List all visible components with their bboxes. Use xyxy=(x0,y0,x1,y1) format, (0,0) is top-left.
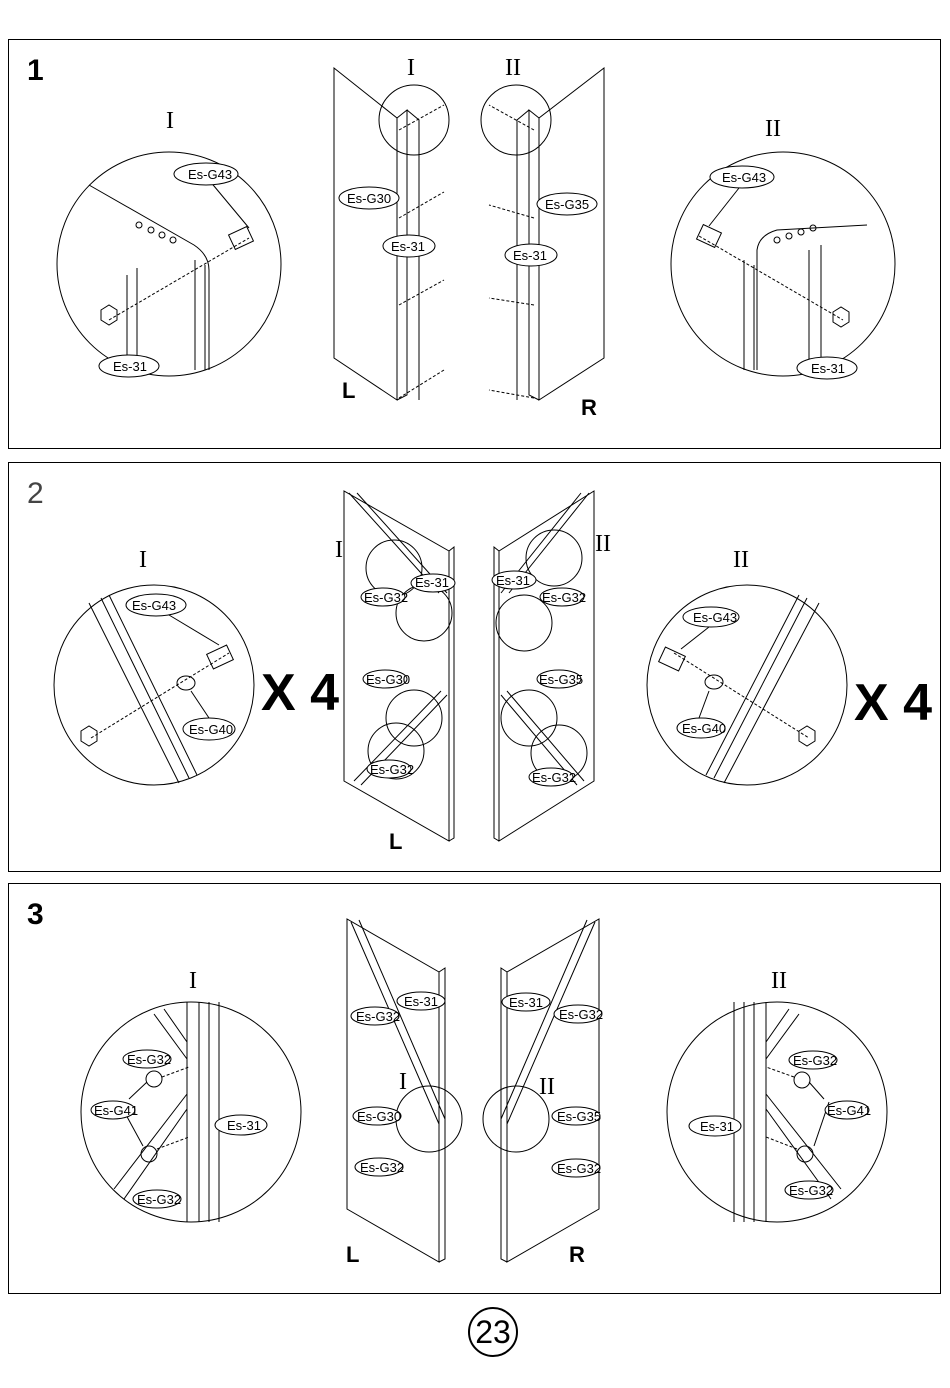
step-3-panel: 3 xyxy=(8,883,941,1294)
step-1-panel: 1 xyxy=(8,39,941,449)
part-label: Es-G30 xyxy=(347,191,391,206)
part-label: Es-31 xyxy=(404,994,438,1009)
quantity-multiplier-left: X 4 xyxy=(261,664,339,722)
roman-label-left: I xyxy=(189,968,197,994)
part-label: Es-31 xyxy=(513,248,547,263)
part-label: Es-G35 xyxy=(557,1109,601,1124)
part-label: Es-G32 xyxy=(559,1007,603,1022)
roman-label-detail-right: II xyxy=(595,531,611,557)
part-label: Es-31 xyxy=(391,239,425,254)
part-label: Es-G32 xyxy=(127,1052,171,1067)
part-label: Es-31 xyxy=(700,1119,734,1134)
quantity-multiplier-right: X 4 xyxy=(854,674,932,732)
roman-label-detail-left: I xyxy=(335,537,343,563)
part-label: Es-G32 xyxy=(370,762,414,777)
part-label: Es-G32 xyxy=(364,590,408,605)
part-label: Es-G35 xyxy=(539,672,583,687)
part-label: Es-G30 xyxy=(366,672,410,687)
roman-label-right: II xyxy=(765,116,781,142)
part-label: Es-31 xyxy=(509,995,543,1010)
part-label: Es-G41 xyxy=(94,1103,138,1118)
roman-label-detail-left: I xyxy=(399,1069,407,1095)
roman-label-right: II xyxy=(733,547,749,573)
side-label-right: R xyxy=(569,1242,585,1267)
part-label: Es-G32 xyxy=(557,1161,601,1176)
part-label: Es-31 xyxy=(415,575,449,590)
part-label: Es-G32 xyxy=(789,1183,833,1198)
step-1-labels: I I II II Es-G43 Es-31 Es-G30 Es-31 Es-G… xyxy=(9,40,942,450)
part-label: Es-G32 xyxy=(356,1009,400,1024)
step-3-labels: I I II II Es-G32 Es-G41 Es-G32 Es-31 Es-… xyxy=(9,884,942,1294)
roman-label-detail-right: II xyxy=(505,55,521,81)
part-label: Es-G43 xyxy=(188,167,232,182)
part-label: Es-G35 xyxy=(545,197,589,212)
step-2-labels: I I II II Es-G43 Es-G40 Es-31 Es-G32 Es-… xyxy=(9,463,942,873)
part-label: Es-G30 xyxy=(357,1109,401,1124)
part-label: Es-31 xyxy=(113,359,147,374)
page-number: 23 xyxy=(468,1307,518,1357)
part-label: Es-31 xyxy=(227,1118,261,1133)
part-label: Es-G32 xyxy=(542,590,586,605)
part-label: Es-G40 xyxy=(682,721,726,736)
part-label: Es-G32 xyxy=(793,1053,837,1068)
part-label: Es-G32 xyxy=(532,770,576,785)
part-label: Es-G41 xyxy=(827,1103,871,1118)
roman-label-left: I xyxy=(166,108,174,134)
side-label-left: L xyxy=(346,1242,359,1267)
roman-label-detail-right: II xyxy=(539,1074,555,1100)
side-label-left: L xyxy=(389,829,402,854)
part-label: Es-G43 xyxy=(722,170,766,185)
part-label: Es-31 xyxy=(811,361,845,376)
side-label-left: L xyxy=(342,378,355,403)
part-label: Es-G32 xyxy=(137,1192,181,1207)
part-label: Es-G40 xyxy=(189,722,233,737)
side-label-right: R xyxy=(581,395,597,420)
part-label: Es-31 xyxy=(496,573,530,588)
part-label: Es-G43 xyxy=(132,598,176,613)
roman-label-right: II xyxy=(771,968,787,994)
step-2-panel: 2 xyxy=(8,462,941,872)
part-label: Es-G32 xyxy=(360,1160,404,1175)
roman-label-left: I xyxy=(139,547,147,573)
part-label: Es-G43 xyxy=(693,610,737,625)
roman-label-detail-left: I xyxy=(407,55,415,81)
